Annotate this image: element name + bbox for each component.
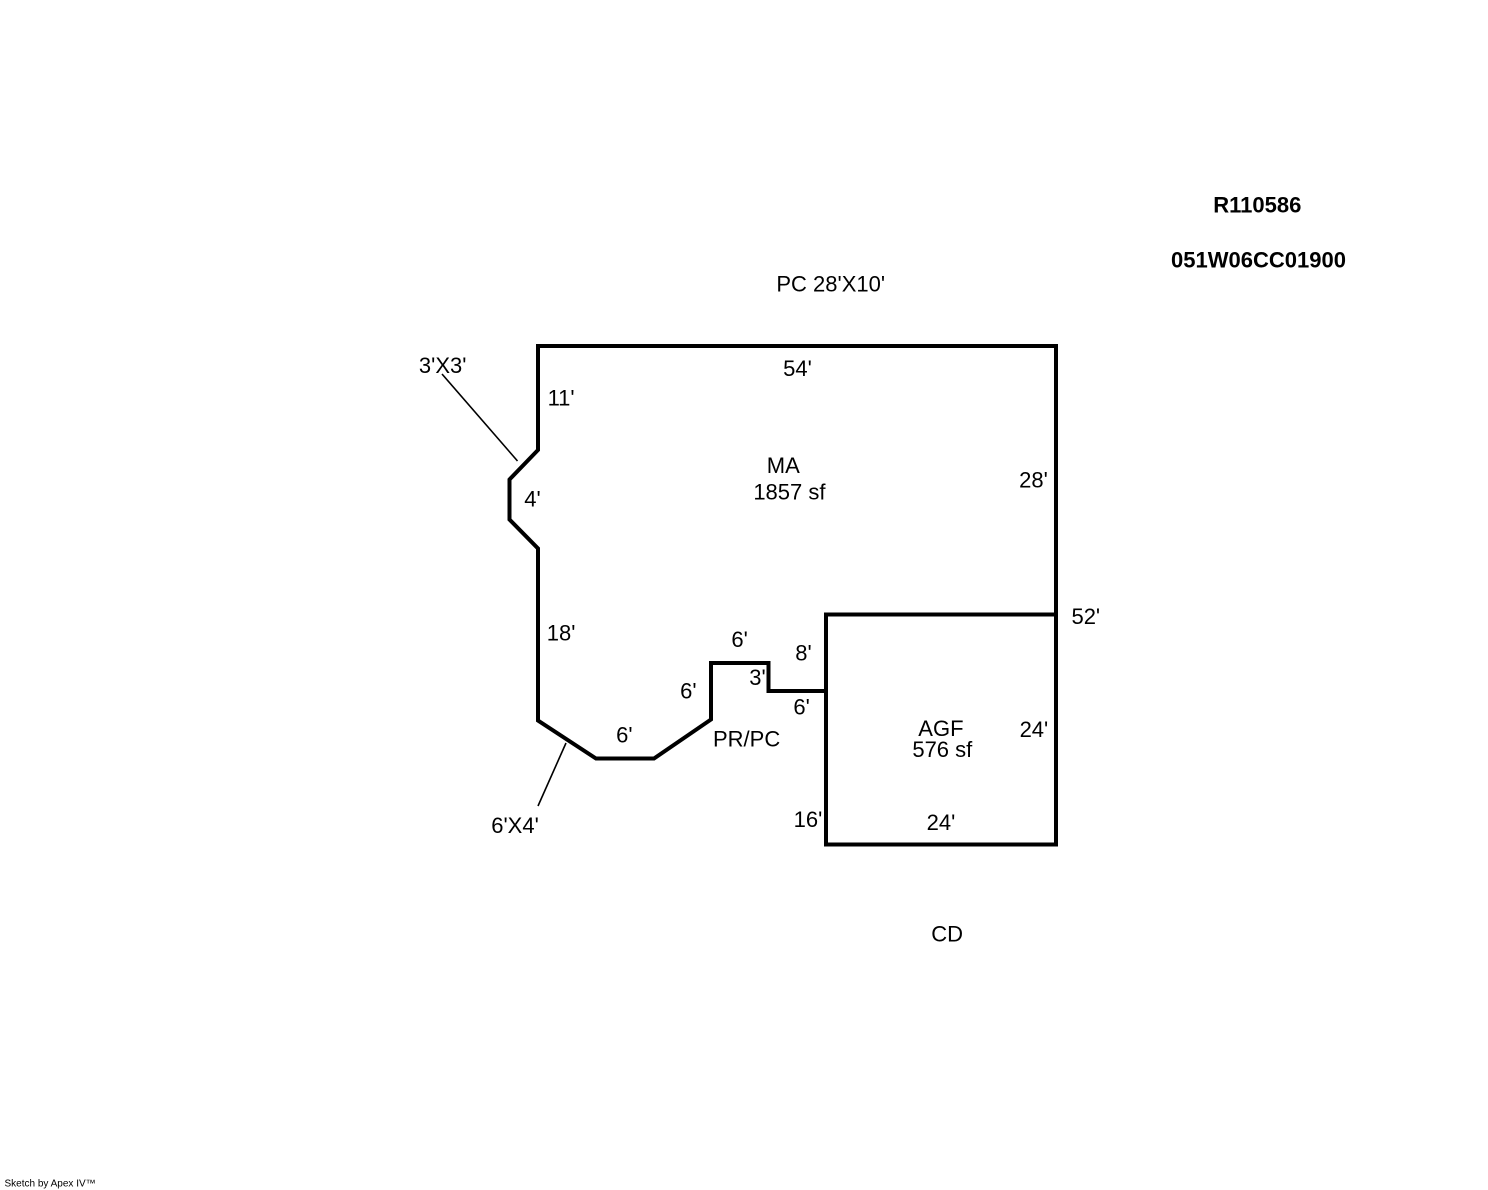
svg-text:18': 18' [547,621,576,646]
svg-text:16': 16' [794,807,823,832]
svg-text:3'X3': 3'X3' [419,353,467,378]
svg-text:PR/PC: PR/PC [713,727,780,752]
svg-text:3': 3' [749,665,765,690]
svg-text:6': 6' [616,723,632,748]
svg-text:54': 54' [783,356,812,381]
svg-text:MA: MA [767,453,800,478]
svg-text:AGF: AGF [918,716,963,741]
svg-text:051W06CC01900: 051W06CC01900 [1171,248,1346,273]
svg-text:576 sf: 576 sf [912,737,973,762]
svg-text:11': 11' [548,386,575,411]
svg-text:4': 4' [524,487,540,512]
svg-text:CD: CD [931,922,963,947]
svg-text:6': 6' [731,627,747,652]
svg-text:24': 24' [927,810,956,835]
svg-text:PC 28'X10': PC 28'X10' [776,272,885,297]
svg-text:8': 8' [795,641,811,666]
svg-text:R110586: R110586 [1213,193,1301,218]
svg-text:52': 52' [1071,604,1100,629]
svg-text:6'X4': 6'X4' [491,813,539,838]
svg-text:Sketch by Apex IV™: Sketch by Apex IV™ [5,1179,96,1190]
svg-text:6': 6' [680,679,696,704]
svg-text:6': 6' [793,695,809,720]
svg-text:1857 sf: 1857 sf [753,479,826,504]
svg-text:24': 24' [1020,717,1049,742]
svg-text:28': 28' [1019,467,1048,492]
